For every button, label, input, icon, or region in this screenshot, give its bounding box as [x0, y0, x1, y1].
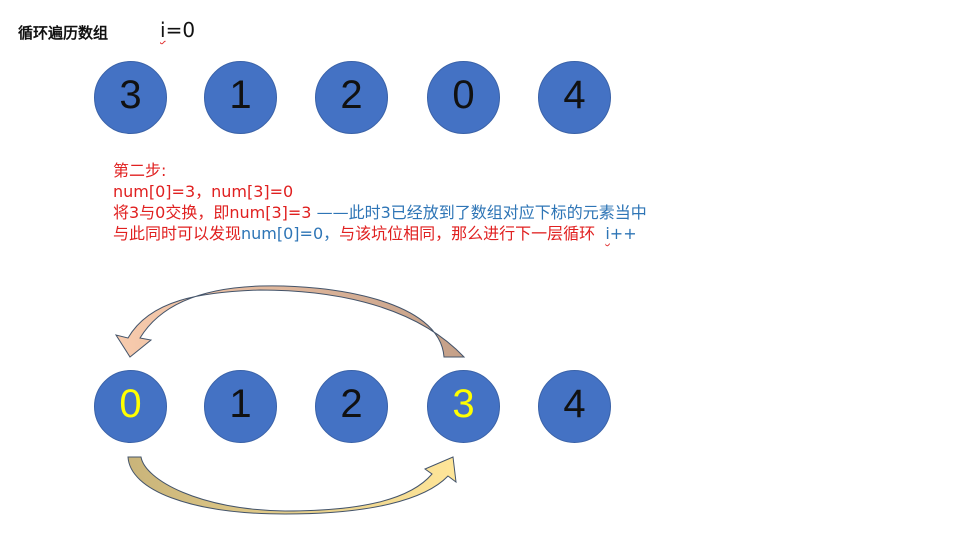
index-var: i	[160, 18, 166, 42]
bottom-array-element-3: 3	[427, 370, 500, 443]
element-value: 0	[119, 382, 142, 426]
next-var: i	[605, 224, 610, 243]
step-notes: 第二步: num[0]=3，num[3]=0 将3与0交换，即num[3]=3 …	[113, 160, 647, 244]
bottom-array-element-4: 4	[538, 370, 611, 443]
bottom-array-element-1: 1	[204, 370, 277, 443]
element-value: 4	[563, 73, 586, 117]
bottom-array-element-2: 2	[315, 370, 388, 443]
swap-explanation: ——此时3已经放到了数组对应下标的元素当中	[316, 203, 647, 222]
note-line-values: num[0]=3，num[3]=0	[113, 182, 294, 201]
index-label: i=0	[160, 18, 195, 42]
bottom-curved-arrow-icon	[127, 456, 457, 515]
step-heading: 第二步:	[113, 161, 167, 180]
next-text-a: 与此同时可以发现	[113, 224, 242, 243]
index-value: =0	[165, 18, 196, 42]
top-array-element-3: 0	[427, 61, 500, 134]
diagram-title: 循环遍历数组	[18, 24, 109, 42]
note-line-next: 与此同时可以发现num[0]=0，与该坑位相同，那么进行下一层循环 i++	[113, 223, 647, 244]
top-array-element-4: 4	[538, 61, 611, 134]
element-value: 3	[452, 382, 475, 426]
element-value: 2	[340, 73, 363, 117]
element-value: 1	[229, 73, 252, 117]
element-value: 1	[229, 382, 252, 426]
note-line-swap: 将3与0交换，即num[3]=3 ——此时3已经放到了数组对应下标的元素当中	[113, 202, 647, 223]
swap-text: 将3与0交换，即num[3]=3	[113, 203, 317, 222]
element-value: 4	[563, 382, 586, 426]
next-value: num[0]=0，	[241, 224, 340, 243]
next-increment: ++	[609, 224, 637, 243]
bottom-array-element-0: 0	[94, 370, 167, 443]
top-array-element-1: 1	[204, 61, 277, 134]
element-value: 0	[452, 73, 475, 117]
top-array-element-0: 3	[94, 61, 167, 134]
top-array-element-2: 2	[315, 61, 388, 134]
element-value: 3	[119, 73, 142, 117]
element-value: 2	[340, 382, 363, 426]
top-curved-arrow-icon	[114, 285, 466, 358]
next-text-b: 与该坑位相同，那么进行下一层循环	[339, 224, 606, 243]
